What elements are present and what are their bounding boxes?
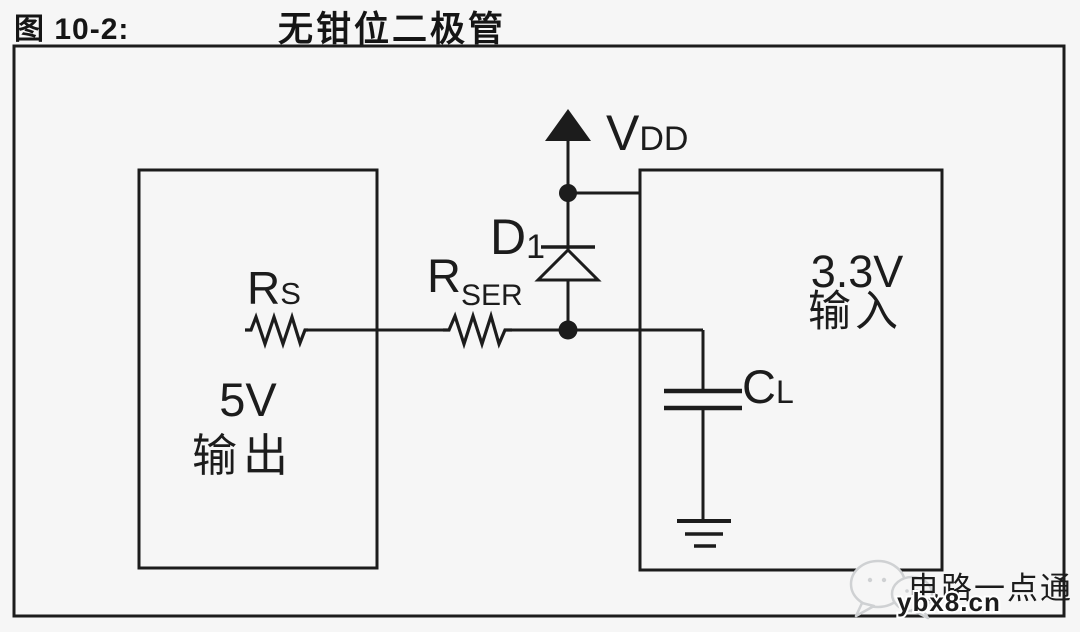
vdd-arrow-icon <box>545 109 591 141</box>
diode-d1-label: D1 <box>490 209 545 266</box>
source-box-role: 输出 <box>192 430 294 481</box>
figure-number-label: 图 10-2: <box>14 13 130 46</box>
junction-dot-signal <box>558 320 578 340</box>
diode-triangle <box>534 247 602 282</box>
diagram-frame <box>12 44 1066 618</box>
resistor-rser-symbol <box>443 310 512 350</box>
chat-bubbles-icon <box>849 559 934 620</box>
load-box-voltage: 3.3V <box>811 246 904 297</box>
watermark-site: ybx8.cn <box>897 587 1001 617</box>
figure-title-row: 图 10-2: 无钳位二极管 <box>0 0 1080 49</box>
figure-caption: 无钳位二极管 <box>278 10 507 49</box>
load-box-role: 输入 <box>808 288 902 336</box>
vdd-label: VDD <box>606 105 688 161</box>
watermark-brand: 电路一点通 <box>908 571 1073 606</box>
resistor-rser-label: RSER <box>427 249 523 312</box>
watermark: 电路一点通 ybx8.cn <box>849 559 1073 620</box>
capacitor-cl-label: CL <box>742 360 794 413</box>
resistor-rs-label: RS <box>247 262 301 314</box>
load-box <box>638 168 944 572</box>
source-box <box>137 168 379 570</box>
junction-dot-top <box>559 184 577 202</box>
ground-icon <box>677 519 731 548</box>
source-box-voltage: 5V <box>219 373 277 426</box>
resistor-rs-symbol <box>245 311 308 350</box>
